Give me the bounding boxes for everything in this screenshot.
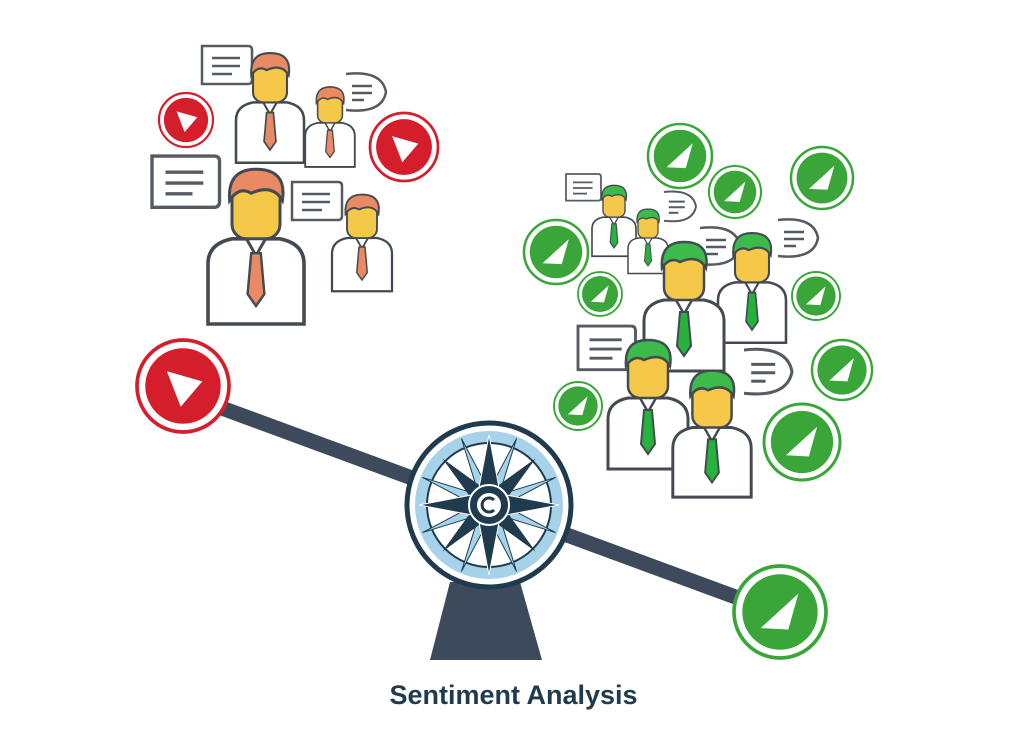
positive-sentiment-icon <box>792 272 840 320</box>
compass-north-label: N <box>485 470 493 482</box>
negative-weight-icon <box>137 340 229 432</box>
positive-crowd <box>524 124 872 497</box>
positive-sentiment-icon <box>812 340 872 400</box>
positive-weight-icon <box>734 566 826 658</box>
speech-bubble-icon <box>742 347 794 396</box>
balance-scale: N S E W <box>137 340 826 660</box>
speech-bubble-icon <box>565 173 602 202</box>
positive-sentiment-icon <box>791 147 853 209</box>
positive-sentiment-icon <box>554 382 602 430</box>
positive-sentiment-icon <box>524 220 588 284</box>
compass-rose-icon: N S E W <box>404 420 574 590</box>
scale-stand <box>430 582 542 660</box>
negative-sentiment-icon <box>370 113 438 181</box>
speech-bubble-icon <box>662 190 698 223</box>
positive-sentiment-icon <box>709 166 761 218</box>
positive-sentiment-icon <box>764 404 840 480</box>
speech-bubble-icon <box>776 218 820 258</box>
speech-bubble-icon <box>150 154 222 209</box>
speech-bubble-icon <box>344 72 388 112</box>
compass-west-label: W <box>454 500 465 512</box>
negative-crowd <box>150 44 438 326</box>
speech-bubble-icon <box>290 180 344 222</box>
positive-sentiment-icon <box>578 272 622 316</box>
diagram-caption: Sentiment Analysis <box>389 680 638 710</box>
compass-east-label: E <box>515 500 522 512</box>
business-person-icon <box>671 369 753 499</box>
negative-sentiment-icon <box>159 93 213 147</box>
positive-sentiment-icon <box>648 124 712 188</box>
business-person-icon <box>206 167 306 326</box>
speech-bubble-icon <box>200 44 254 86</box>
compass-south-label: S <box>485 531 492 543</box>
